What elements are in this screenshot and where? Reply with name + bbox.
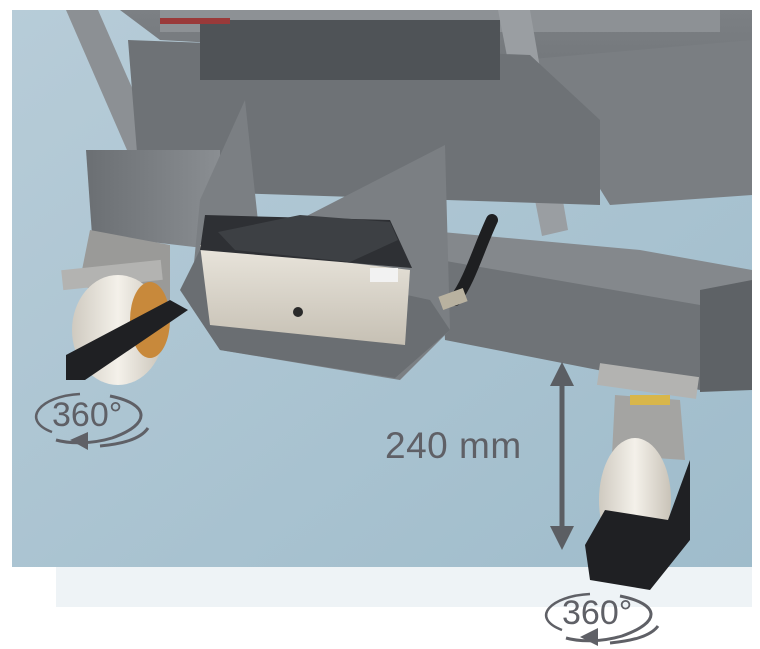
upper-platform-face [520, 40, 752, 205]
caster-right-yellow-ring [630, 395, 670, 405]
height-dimension-label: 240 mm [385, 425, 522, 466]
caster-right-plate [596, 363, 700, 399]
pump-bolt [293, 307, 303, 317]
caster-left-guard [66, 300, 188, 380]
base-frame-left [86, 150, 220, 250]
base-frame-right [700, 280, 752, 392]
rotation-arrow-icon [34, 392, 150, 450]
rotation-arrow-icon [544, 592, 660, 646]
double-vertical-arrow-icon [550, 362, 574, 550]
hydraulic-pump [200, 245, 410, 345]
base-frame-top [420, 230, 752, 305]
caster-right-guard [585, 460, 690, 590]
rotation-label-right: 360° [562, 594, 633, 632]
foot-pedal [218, 215, 398, 262]
mechanism-inner [200, 20, 500, 80]
caster-left-plate [61, 259, 163, 291]
hose-fitting [438, 287, 468, 311]
mechanism-red-strip [160, 18, 230, 24]
pump-warning-label [370, 268, 398, 282]
rotation-label-left: 360° [52, 396, 123, 434]
